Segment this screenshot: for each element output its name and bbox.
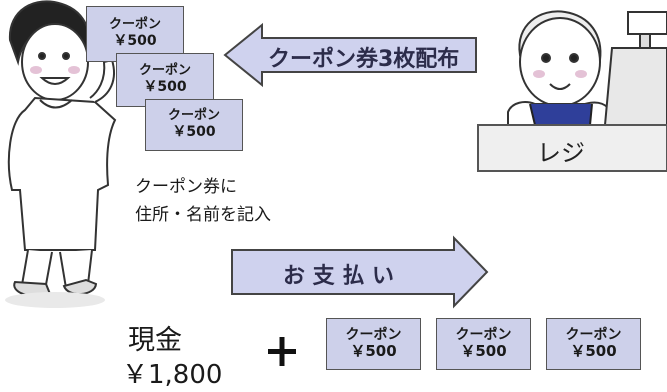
register-machine — [603, 11, 667, 126]
coupon-name: クーポン — [345, 327, 402, 344]
coupon-price: ￥500 — [143, 79, 187, 96]
coupon-name: クーポン — [108, 17, 161, 33]
cash-amount: ￥1,800 — [122, 360, 223, 390]
coupon-price: ￥500 — [350, 342, 397, 361]
distribute-label: クーポン券3枚配布 — [268, 47, 460, 72]
distribute-arrow — [223, 22, 477, 88]
held-coupon-1: クーポン ￥500 — [86, 6, 184, 62]
coupon-price: ￥500 — [570, 342, 617, 361]
held-coupon-3: クーポン ￥500 — [145, 99, 243, 151]
payment-arrow — [231, 235, 489, 309]
coupon-price: ￥500 — [460, 342, 507, 361]
payment-coupon-1: クーポン ￥500 — [326, 318, 421, 370]
cash-label: 現金 — [128, 325, 182, 356]
register-label: レジ — [537, 139, 585, 167]
register-counter — [477, 124, 667, 172]
plus-icon — [268, 337, 296, 366]
payment-coupon-2: クーポン ￥500 — [436, 318, 531, 370]
payment-coupon-3: クーポン ￥500 — [546, 318, 641, 370]
cashier-figure — [507, 10, 613, 126]
customer-figure — [7, 0, 117, 298]
instruction-line-2: 住所・名前を記入 — [135, 205, 271, 225]
instruction-line-1: クーポン券に — [135, 177, 237, 197]
payment-label: お 支 払 い — [283, 264, 394, 289]
coupon-name: クーポン — [138, 63, 191, 79]
coupon-name: クーポン — [455, 327, 512, 344]
floor-shadow — [5, 292, 105, 308]
coupon-name: クーポン — [167, 108, 220, 124]
coupon-price: ￥500 — [113, 33, 157, 50]
coupon-price: ￥500 — [172, 124, 216, 141]
plus-sign-text: + — [270, 330, 271, 331]
held-coupon-2: クーポン ￥500 — [116, 53, 214, 107]
coupon-name: クーポン — [565, 327, 622, 344]
